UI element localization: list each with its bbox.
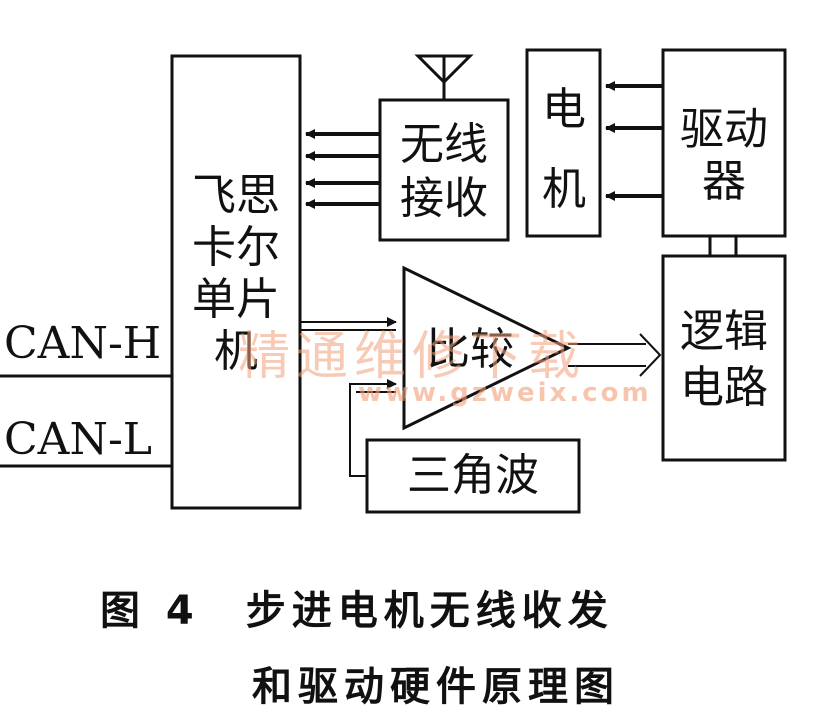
comparator-block — [402, 265, 572, 431]
caption-line-1: 图 4 步进电机无线收发 — [100, 588, 614, 634]
motor-label: 电机 — [542, 84, 586, 215]
driver-block — [661, 48, 787, 238]
motor-block — [525, 48, 602, 238]
can-h-label: CAN-H — [4, 318, 162, 369]
logic-block — [661, 254, 787, 462]
caption-line-2: 和驱动硬件原理图 — [252, 664, 620, 710]
driver-label: 驱动器 — [680, 104, 768, 207]
comparator-label: 比较 — [426, 324, 514, 375]
watermark-url: www.gzweix.com — [358, 378, 652, 408]
watermark-text: 精通维修下载 — [238, 327, 587, 387]
antenna-icon — [414, 54, 474, 100]
mcu-block — [170, 54, 302, 510]
can-l-label: CAN-L — [4, 414, 153, 465]
logic-label: 逻辑电路 — [680, 306, 768, 413]
mcu-label: 飞思卡尔单片机 — [192, 170, 280, 377]
triangle-wave-label: 三角波 — [407, 450, 539, 501]
wireless-rx-label: 无线接收 — [400, 119, 488, 224]
